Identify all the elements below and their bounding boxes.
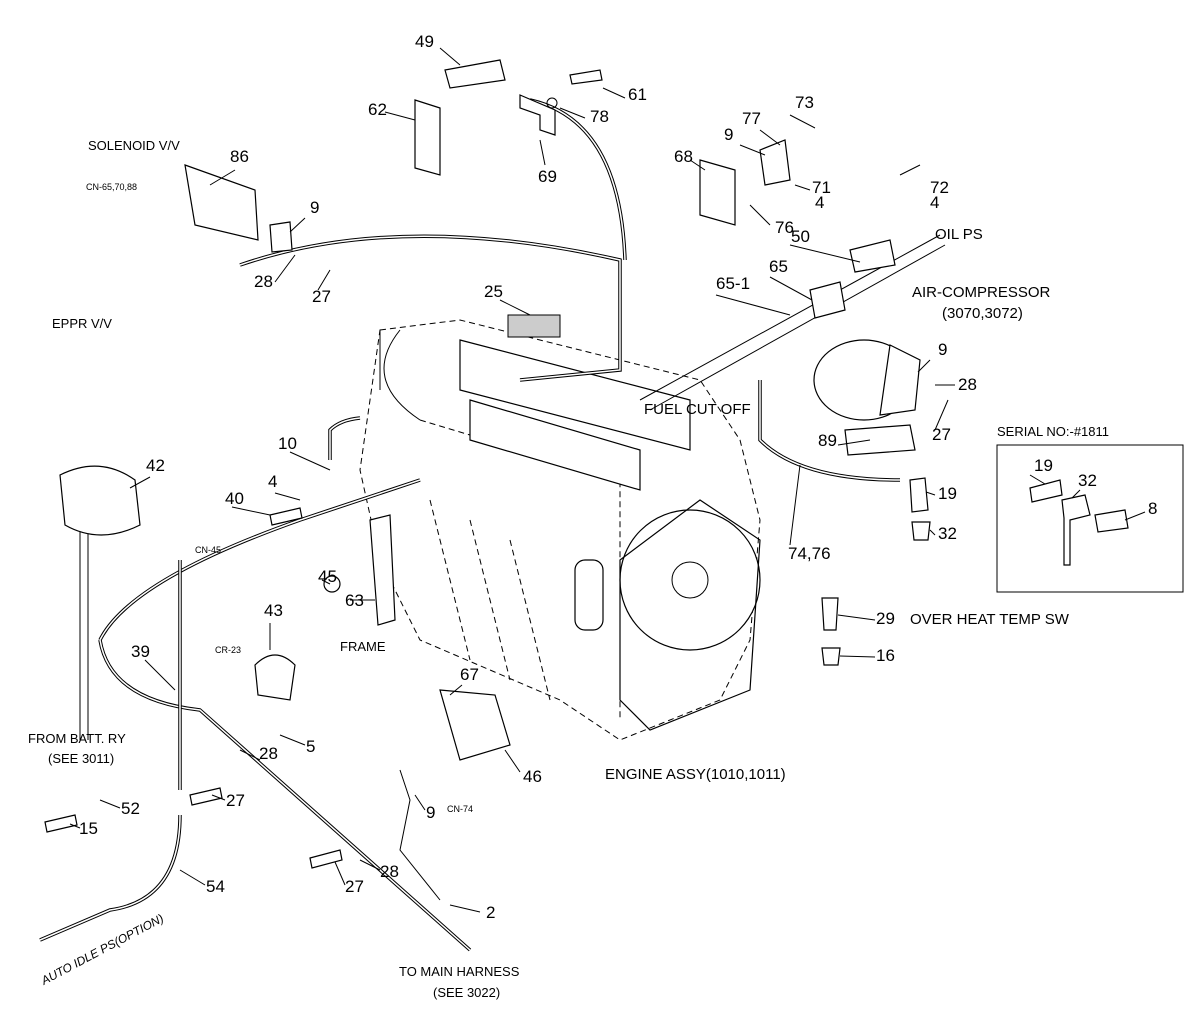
leader-lines [69,47,1146,913]
part-19: 19 [1034,456,1053,475]
main-harness-label: TO MAIN HARNESS [399,964,520,979]
part-28: 28 [254,272,273,291]
part-9: 9 [938,340,947,359]
engine-assembly-drawing [359,314,761,741]
part-62: 62 [368,100,387,119]
part-19: 19 [938,484,957,503]
part-28: 28 [380,862,399,881]
relay-42 [59,465,141,536]
part-29: 29 [876,609,895,628]
part-9: 9 [724,125,733,144]
part-4: 4 [268,472,277,491]
part-71: 71 [812,178,831,197]
wire-harness [39,98,946,952]
part-52: 52 [121,799,140,818]
main-harness-ref: (SEE 3022) [433,985,500,1000]
sensor-49 [444,59,506,89]
connector-label: CN-45 [195,545,221,555]
solenoid-valve-86 [184,164,259,241]
part-69: 69 [538,167,557,186]
over-heat-switch-29 [821,597,839,631]
fuel-cut-off-label: FUEL CUT OFF [644,401,751,418]
part-39: 39 [131,642,150,661]
part-65-1: 65-1 [716,274,750,293]
part-4: 4 [815,193,824,212]
part-89: 89 [818,431,837,450]
part-45: 45 [318,567,337,586]
part-76: 76 [775,218,794,237]
bracket-69 [519,94,556,136]
callout-labels: SOLENOID V/V CN-65,70,88 OIL PS AIR-COMP… [28,138,1109,1000]
air-compressor-ref: (3070,3072) [942,305,1023,322]
bolt-40 [269,507,303,526]
part-25: 25 [484,282,503,301]
part-63: 63 [345,591,364,610]
battery-relay-label: FROM BATT. RY [28,731,126,746]
adapter-32 [911,521,931,541]
part-32: 32 [938,524,957,543]
part-46: 46 [523,767,542,786]
engine-assy-label: ENGINE ASSY(1010,1011) [605,766,786,783]
bolt-61 [569,69,603,85]
part-8: 8 [1148,499,1157,518]
part-78: 78 [590,107,609,126]
part-86: 86 [230,147,249,166]
battery-relay-ref: (SEE 3011) [48,751,114,766]
bracket-68 [699,159,736,226]
part-50: 50 [791,227,810,246]
part-77: 77 [742,109,761,128]
serial-note-box [996,444,1184,593]
frame-bracket-63 [369,514,396,626]
part-32: 32 [1078,471,1097,490]
part-42: 42 [146,456,165,475]
part-49: 49 [415,32,434,51]
connector-label: CR-23 [215,645,241,655]
part-15: 15 [79,819,98,838]
part-74-76: 74,76 [788,544,831,563]
adapter-16 [821,647,841,666]
eppr-valve-label: EPPR V/V [52,316,112,331]
serial-number-label: SERIAL NO:-#1811 [997,424,1109,439]
part-61: 61 [628,85,647,104]
part-27: 27 [345,877,364,896]
alternator-46 [439,689,511,761]
part-27: 27 [312,287,331,306]
connector-label: CN-65,70,88 [86,182,137,192]
part-67: 67 [460,665,479,684]
part-4: 4 [930,193,939,212]
oil-pressure-switch-50 [849,239,896,273]
nut-45 [323,575,341,593]
part-27: 27 [932,425,951,444]
part-28: 28 [259,744,278,763]
over-heat-switch-label: OVER HEAT TEMP SW [910,611,1070,628]
adapter-65 [809,281,846,319]
bracket-62 [414,99,441,176]
part-10: 10 [278,434,297,453]
part-9: 9 [310,198,319,217]
components [44,59,1184,869]
part-27: 27 [226,791,245,810]
solenoid-valve-label: SOLENOID V/V [88,138,180,153]
bracket-89 [844,424,916,456]
part-68: 68 [674,147,693,166]
part-16: 16 [876,646,895,665]
frame-label: FRAME [340,639,386,654]
oil-ps-label: OIL PS [935,226,983,243]
part-40: 40 [225,489,244,508]
part-73: 73 [795,93,814,112]
auto-idle-label: AUTO IDLE PS(OPTION) [38,911,166,988]
connector-label: CN-74 [447,804,473,814]
part-5: 5 [306,737,315,756]
temp-sender-19 [909,477,929,513]
air-compressor-label: AIR-COMPRESSOR [912,284,1051,301]
part-2: 2 [486,903,495,922]
part-72: 72 [930,178,949,197]
part-9: 9 [426,803,435,822]
relay-43 [254,654,296,701]
part-54: 54 [206,877,225,896]
part-43: 43 [264,601,283,620]
part-28: 28 [958,375,977,394]
part-numbers: 49 61 78 62 69 73 77 9 68 71 4 72 4 76 8… [79,32,1157,922]
part-65: 65 [769,257,788,276]
